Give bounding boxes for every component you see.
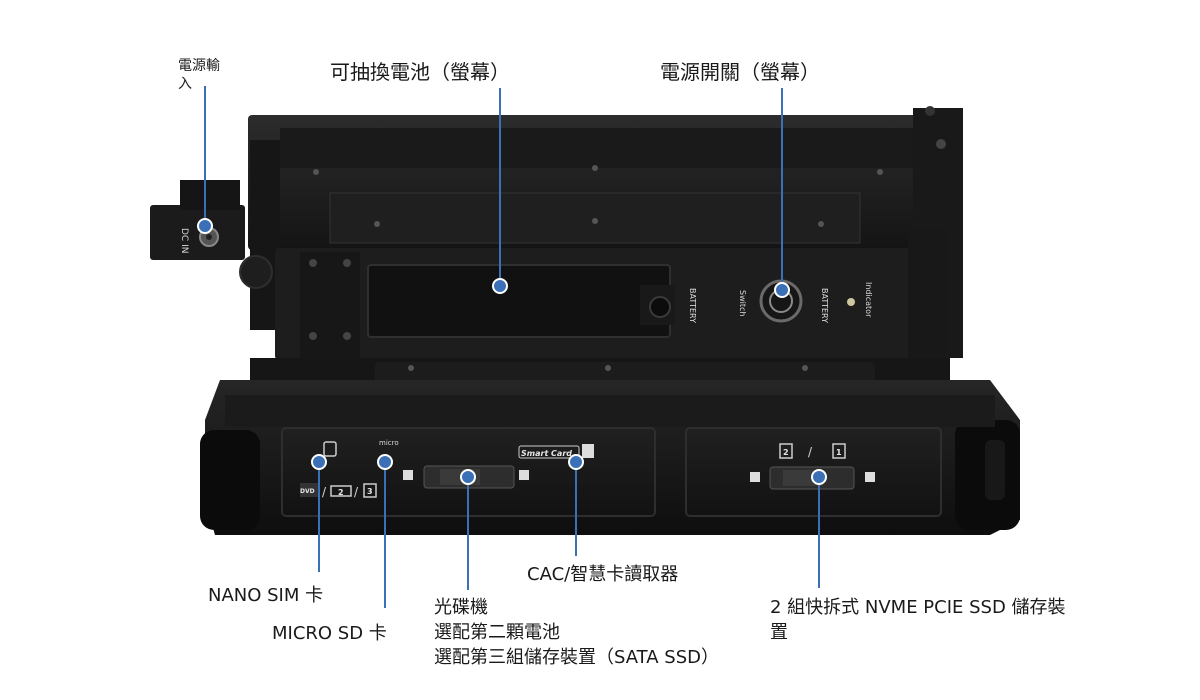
power-switch-leader bbox=[781, 88, 783, 290]
indicator-print: Indicator bbox=[864, 282, 873, 318]
dc-in-leader bbox=[204, 86, 206, 226]
cac-label: CAC/智慧卡讀取器 bbox=[527, 564, 679, 585]
battery-print: BATTERY bbox=[688, 288, 697, 323]
nano-sim-label: NANO SIM 卡 bbox=[208, 585, 324, 606]
battery2-print: BATTERY bbox=[820, 288, 829, 323]
nano-sim-dot bbox=[311, 454, 327, 470]
nvme-label-line1: 2 組快拆式 NVME PCIE SSD 儲存裝 bbox=[770, 597, 1066, 618]
micro-sd-label: MICRO SD 卡 bbox=[272, 623, 387, 644]
battery-label: 可抽換電池（螢幕） bbox=[330, 60, 510, 84]
slot2-print: 2 bbox=[338, 488, 344, 497]
nvme-slot1-print: 1 bbox=[836, 448, 842, 457]
dc-in-print: DC IN bbox=[179, 228, 189, 253]
nvme-dot bbox=[811, 469, 827, 485]
optical-label-line2: 選配第二顆電池 bbox=[434, 622, 560, 643]
slot-sep-2: / bbox=[354, 485, 359, 499]
dc-in-label: 電源輸 入 bbox=[178, 58, 220, 92]
dvd-print: DVD bbox=[300, 488, 315, 495]
micro-print: micro bbox=[379, 439, 399, 447]
micro-sd-dot bbox=[377, 454, 393, 470]
battery-dot bbox=[492, 278, 508, 294]
switch-print: Switch bbox=[738, 290, 747, 316]
slot-sep-1: / bbox=[322, 485, 327, 499]
battery-panel: BATTERY Switch BATTERY Indicator bbox=[275, 228, 946, 360]
nano-sim-leader bbox=[318, 466, 320, 572]
optical-label-line3: 選配第三組儲存裝置（SATA SSD） bbox=[434, 647, 720, 668]
cac-dot bbox=[568, 454, 584, 470]
optical-leader bbox=[467, 478, 469, 590]
optical-dot bbox=[460, 469, 476, 485]
optical-label-line1: 光碟機 bbox=[434, 597, 488, 618]
dc-in-dot bbox=[197, 218, 213, 234]
slot3-print: 3 bbox=[367, 487, 373, 496]
cac-leader bbox=[575, 466, 577, 556]
power-switch-dot bbox=[774, 282, 790, 298]
nvme-label-line2: 置 bbox=[770, 622, 788, 643]
smart-card-print: Smart Card bbox=[521, 449, 572, 458]
micro-sd-leader bbox=[384, 466, 386, 608]
nvme-leader bbox=[818, 478, 820, 588]
power-switch-label: 電源開關（螢幕） bbox=[660, 60, 820, 84]
nvme-slot2-print: 2 bbox=[783, 448, 789, 457]
nvme-slot-sep: / bbox=[808, 445, 813, 459]
battery-leader bbox=[499, 88, 501, 284]
